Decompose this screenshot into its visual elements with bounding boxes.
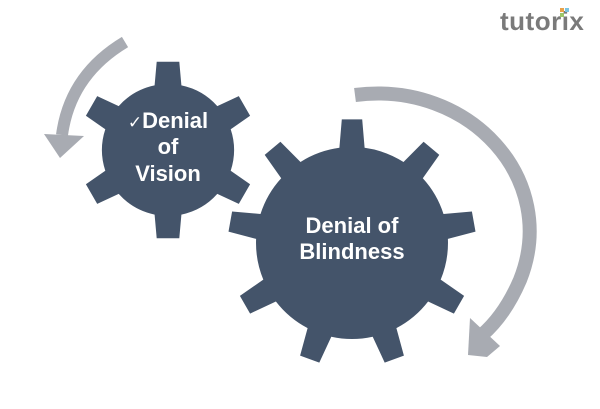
small-gear-line2: of bbox=[157, 134, 179, 160]
logo-text: tutorix bbox=[500, 6, 585, 36]
small-gear-label: ✓Denial of Vision bbox=[103, 108, 233, 187]
small-gear-line3: Vision bbox=[135, 160, 201, 186]
small-gear-line1: Denial bbox=[142, 108, 209, 133]
left-arrowhead bbox=[44, 134, 84, 158]
small-gear bbox=[85, 61, 251, 239]
big-gear-line1: Denial of bbox=[305, 213, 399, 238]
big-gear-label: Denial of Blindness bbox=[272, 213, 432, 266]
logo-dots bbox=[560, 8, 564, 12]
left-cycle-arrow bbox=[56, 36, 129, 136]
big-gear-line2: Blindness bbox=[299, 239, 405, 265]
big-gear bbox=[228, 119, 476, 363]
right-arrowhead bbox=[468, 318, 500, 357]
check-icon: ✓ bbox=[127, 113, 143, 132]
right-cycle-arrow bbox=[354, 86, 537, 341]
tutorix-logo: tutorix bbox=[500, 6, 584, 37]
